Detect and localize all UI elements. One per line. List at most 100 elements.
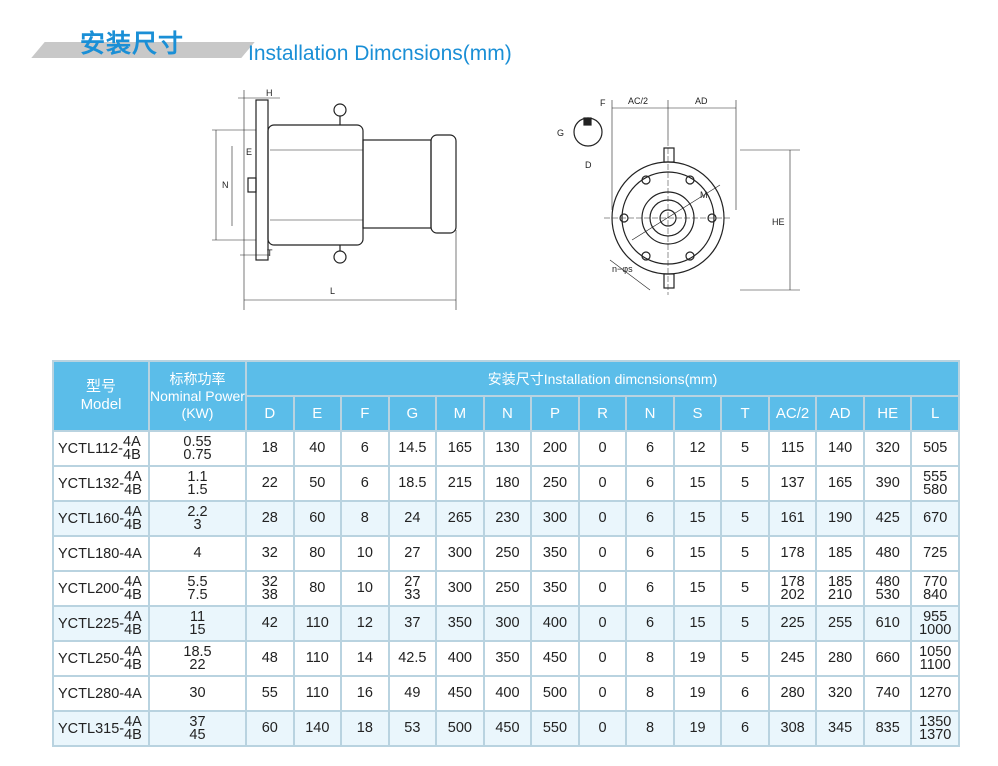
cell-value: 15 bbox=[689, 510, 706, 527]
value-cell-l: 505 bbox=[910, 430, 960, 467]
cell-value: 37 bbox=[404, 615, 421, 632]
cell-value: 280 bbox=[780, 685, 805, 702]
label-AD: AD bbox=[695, 96, 708, 106]
cell-value: 110 bbox=[305, 615, 329, 632]
value-cell-n: 6 bbox=[625, 605, 675, 642]
column-header-l: L bbox=[910, 395, 960, 432]
label-N: N bbox=[222, 180, 229, 190]
value-cell-n: 450 bbox=[482, 710, 533, 747]
value-cell-d: 28 bbox=[245, 500, 295, 537]
cell-value: 6 bbox=[741, 720, 750, 737]
side-view-drawing bbox=[212, 90, 457, 310]
cell-value: 165 bbox=[447, 440, 472, 457]
value-cell-g: 27 bbox=[387, 535, 438, 572]
value-cell-he: 480 bbox=[862, 535, 913, 572]
value-cell-r: 0 bbox=[577, 675, 628, 712]
cell-value: 6 bbox=[645, 440, 655, 457]
cell-value: 500 bbox=[542, 685, 568, 702]
cell-value: 350 bbox=[447, 615, 472, 632]
cell-value: 19 bbox=[689, 685, 706, 702]
cell-value: 480 bbox=[875, 545, 900, 562]
value-cell-he: 425 bbox=[862, 500, 913, 537]
cell-value: 8 bbox=[645, 720, 655, 737]
cell-value: 140 bbox=[828, 440, 853, 457]
value-cell-n: 6 bbox=[625, 500, 675, 537]
value-cell-p: 200 bbox=[530, 430, 580, 467]
value-cell-f: 12 bbox=[340, 605, 390, 642]
value-cell-he: 740 bbox=[862, 675, 913, 712]
value-cell-p: 550 bbox=[530, 710, 580, 747]
label-AC2: AC/2 bbox=[628, 96, 648, 106]
model-name: YCTL225- bbox=[58, 615, 125, 632]
value-cell-n: 130 bbox=[482, 430, 533, 467]
cell-value: 18 bbox=[356, 720, 373, 737]
value-cell-d: 48 bbox=[245, 640, 295, 677]
cell-value: 53 bbox=[404, 720, 421, 737]
value-cell-r: 0 bbox=[577, 535, 628, 572]
value-cell-g: 53 bbox=[387, 710, 438, 747]
value-cell-ad: 280 bbox=[815, 640, 865, 677]
value-cell-t: 5 bbox=[720, 500, 770, 537]
cell-value: 80 bbox=[309, 545, 326, 562]
cell-value: 500 bbox=[447, 720, 472, 737]
value-cell-n: 250 bbox=[482, 535, 533, 572]
value-cell-m: 215 bbox=[435, 465, 485, 502]
column-header-d: D bbox=[245, 395, 295, 432]
cell-value: 450 bbox=[495, 720, 520, 737]
value-cell-ad: 140 bbox=[815, 430, 865, 467]
column-header-r: R bbox=[577, 395, 628, 432]
cell-value: 130 bbox=[495, 440, 520, 457]
value-cell-p: 350 bbox=[530, 570, 580, 607]
value-cell-ac-2: 225 bbox=[767, 605, 818, 642]
value-cell-m: 300 bbox=[435, 570, 485, 607]
value-cell-l: 670 bbox=[910, 500, 960, 537]
cell-value: 400 bbox=[447, 650, 472, 667]
model-name: YCTL160- bbox=[58, 510, 125, 527]
value-cell-t: 5 bbox=[720, 605, 770, 642]
value-cell-g: 49 bbox=[387, 675, 438, 712]
cell-value: 0 bbox=[598, 440, 607, 457]
label-F: F bbox=[600, 98, 606, 108]
value-cell-m: 165 bbox=[435, 430, 485, 467]
cell-value: 24 bbox=[404, 510, 421, 527]
cell-value: 345 bbox=[828, 720, 853, 737]
cell-value: 6 bbox=[645, 475, 655, 492]
column-header-g: G bbox=[387, 395, 438, 432]
cell-value: 110 bbox=[305, 685, 329, 702]
value-cell-e: 50 bbox=[292, 465, 343, 502]
cell-value: 6 bbox=[645, 580, 655, 597]
power-value: 30 bbox=[189, 685, 206, 702]
value-cell-d: 55 bbox=[245, 675, 295, 712]
value-cell-f: 10 bbox=[340, 570, 390, 607]
cell-value: 10 bbox=[356, 545, 373, 562]
cell-value: 15 bbox=[689, 545, 706, 562]
value-cell-n: 180 bbox=[482, 465, 533, 502]
value-cell-p: 250 bbox=[530, 465, 580, 502]
cell-value: 300 bbox=[542, 510, 568, 527]
value-cell-r: 0 bbox=[577, 710, 628, 747]
header-installation-dimensions: 安装尺寸Installation dimcnsions(mm) bbox=[245, 360, 960, 397]
value-cell-d: 22 bbox=[245, 465, 295, 502]
model-name: YCTL250- bbox=[58, 650, 125, 667]
label-HE: HE bbox=[772, 217, 785, 227]
value-cell-e: 80 bbox=[292, 535, 343, 572]
value-cell-ac-2: 245 bbox=[767, 640, 818, 677]
label-M: M bbox=[700, 190, 708, 200]
cell-value: 5 bbox=[741, 510, 750, 527]
value-cell-t: 5 bbox=[720, 430, 770, 467]
